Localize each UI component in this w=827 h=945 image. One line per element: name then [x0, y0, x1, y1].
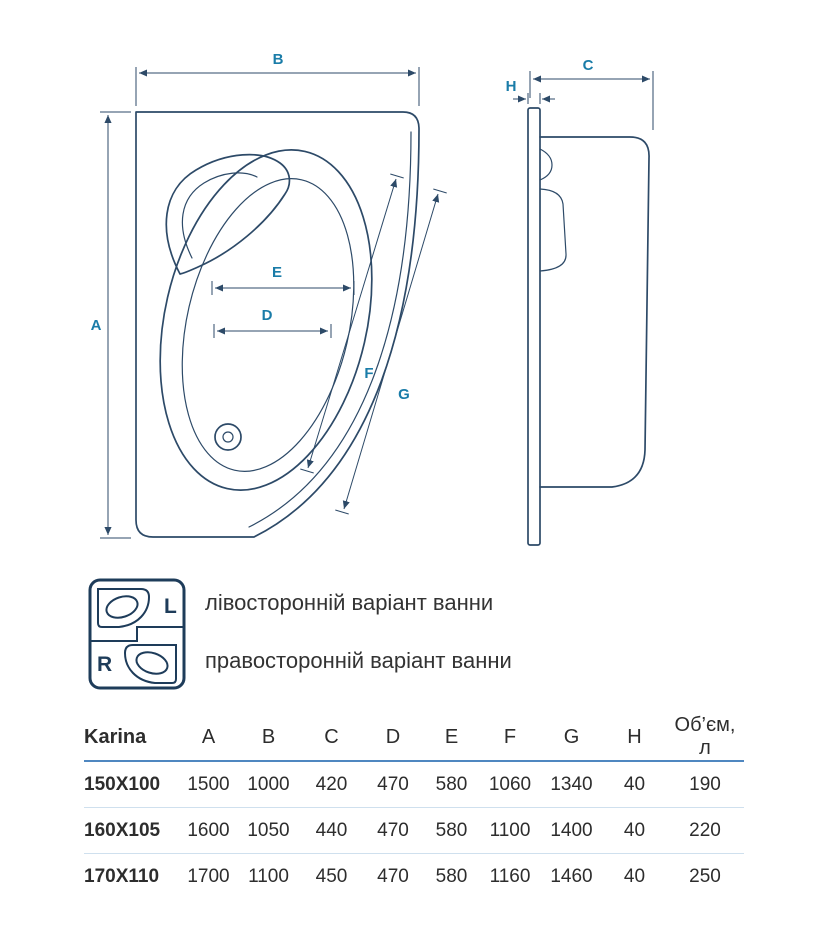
side-seat-detail [539, 188, 567, 272]
headrest [165, 153, 291, 275]
column-header-volume: Об’єм, л [674, 714, 736, 759]
side-panel-strip [527, 107, 541, 546]
column-header-F: F [503, 725, 517, 748]
column-header-C: C [324, 725, 339, 748]
table-cell: 1340 [550, 773, 593, 795]
header-rule [84, 760, 744, 762]
bowl-inner [181, 178, 355, 472]
table-cell: 470 [377, 865, 409, 887]
right-variant-text: правосторонній варіант ванни [205, 648, 512, 673]
table-row: 160X105 1600 1050 440 470 580 1100 1400 … [84, 808, 744, 853]
mini-bath-left [97, 588, 151, 628]
table-cell: 420 [315, 773, 348, 795]
left-variant-letter: L [164, 595, 177, 618]
table-cell: 250 [689, 865, 721, 887]
table-cell: 580 [435, 819, 468, 841]
table-cell: 450 [315, 865, 348, 887]
column-header-A: A [201, 725, 216, 748]
table-cell: 1400 [550, 819, 593, 841]
dim-label-C: C [583, 57, 594, 74]
technical-drawing: B A E D F G [88, 51, 654, 690]
column-header-D: D [385, 725, 401, 748]
table-cell: 1600 [187, 819, 230, 841]
drain-icon [214, 423, 242, 451]
column-header-E: E [444, 725, 459, 748]
headrest-inner-line [181, 172, 258, 259]
tub-outline [135, 111, 420, 538]
column-header-G: G [563, 725, 580, 748]
dim-label-F: F [364, 365, 373, 382]
table-header-row: Karina A B C D E F G H Об’єм, л [84, 714, 744, 760]
table-cell: 470 [377, 819, 409, 841]
column-header-H: H [627, 725, 642, 748]
table-cell: 1160 [489, 865, 531, 887]
plan-view: B A E D F G [91, 51, 447, 539]
table-cell: 440 [315, 819, 348, 841]
row-rule [84, 853, 744, 854]
row-rule [84, 807, 744, 808]
table-row: 150X100 1500 1000 420 470 580 1060 1340 … [84, 762, 744, 807]
table-cell: 580 [435, 773, 468, 795]
orientation-icon: L R [88, 578, 186, 690]
dim-label-G: G [398, 386, 410, 403]
table-cell: 40 [623, 773, 646, 795]
row-label: 170X110 [84, 865, 160, 887]
table-cell: 220 [689, 819, 721, 841]
dim-label-H: H [506, 78, 517, 95]
side-view: C H [506, 57, 654, 546]
table-cell: 1100 [248, 865, 289, 887]
table-cell: 470 [377, 773, 409, 795]
column-header-karina: Karina [84, 725, 147, 748]
table-cell: 1700 [187, 865, 230, 887]
row-label: 150X100 [84, 773, 161, 795]
row-label: 160X105 [84, 819, 161, 841]
side-body [539, 136, 650, 488]
side-headrest-bump [539, 148, 553, 181]
table-cell: 1000 [247, 773, 290, 795]
table-cell: 1060 [488, 773, 532, 795]
table-cell: 1460 [550, 865, 593, 887]
table-cell: 1050 [247, 819, 290, 841]
right-variant-letter: R [97, 653, 112, 676]
left-variant-text: лівосторонній варіант ванни [205, 590, 493, 615]
table-row: 170X110 1700 1100 450 470 580 1160 1460 … [84, 854, 744, 899]
dim-label-A: A [91, 317, 102, 334]
table-cell: 580 [435, 865, 468, 887]
drain-icon-center [222, 431, 234, 443]
mini-bath-right [123, 644, 177, 684]
table-cell: 1500 [187, 773, 230, 795]
dimensions-table: Karina A B C D E F G H Об’єм, л 150X100 … [84, 714, 744, 899]
column-header-B: B [261, 725, 276, 748]
table-cell: 1100 [489, 819, 531, 841]
dim-label-B: B [273, 51, 284, 68]
dim-label-E: E [272, 264, 282, 281]
tub-rim-inner-curve [248, 131, 412, 528]
dim-label-D: D [262, 307, 273, 324]
table-cell: 40 [623, 865, 646, 887]
table-cell: 40 [623, 819, 646, 841]
table-cell: 190 [689, 773, 721, 795]
